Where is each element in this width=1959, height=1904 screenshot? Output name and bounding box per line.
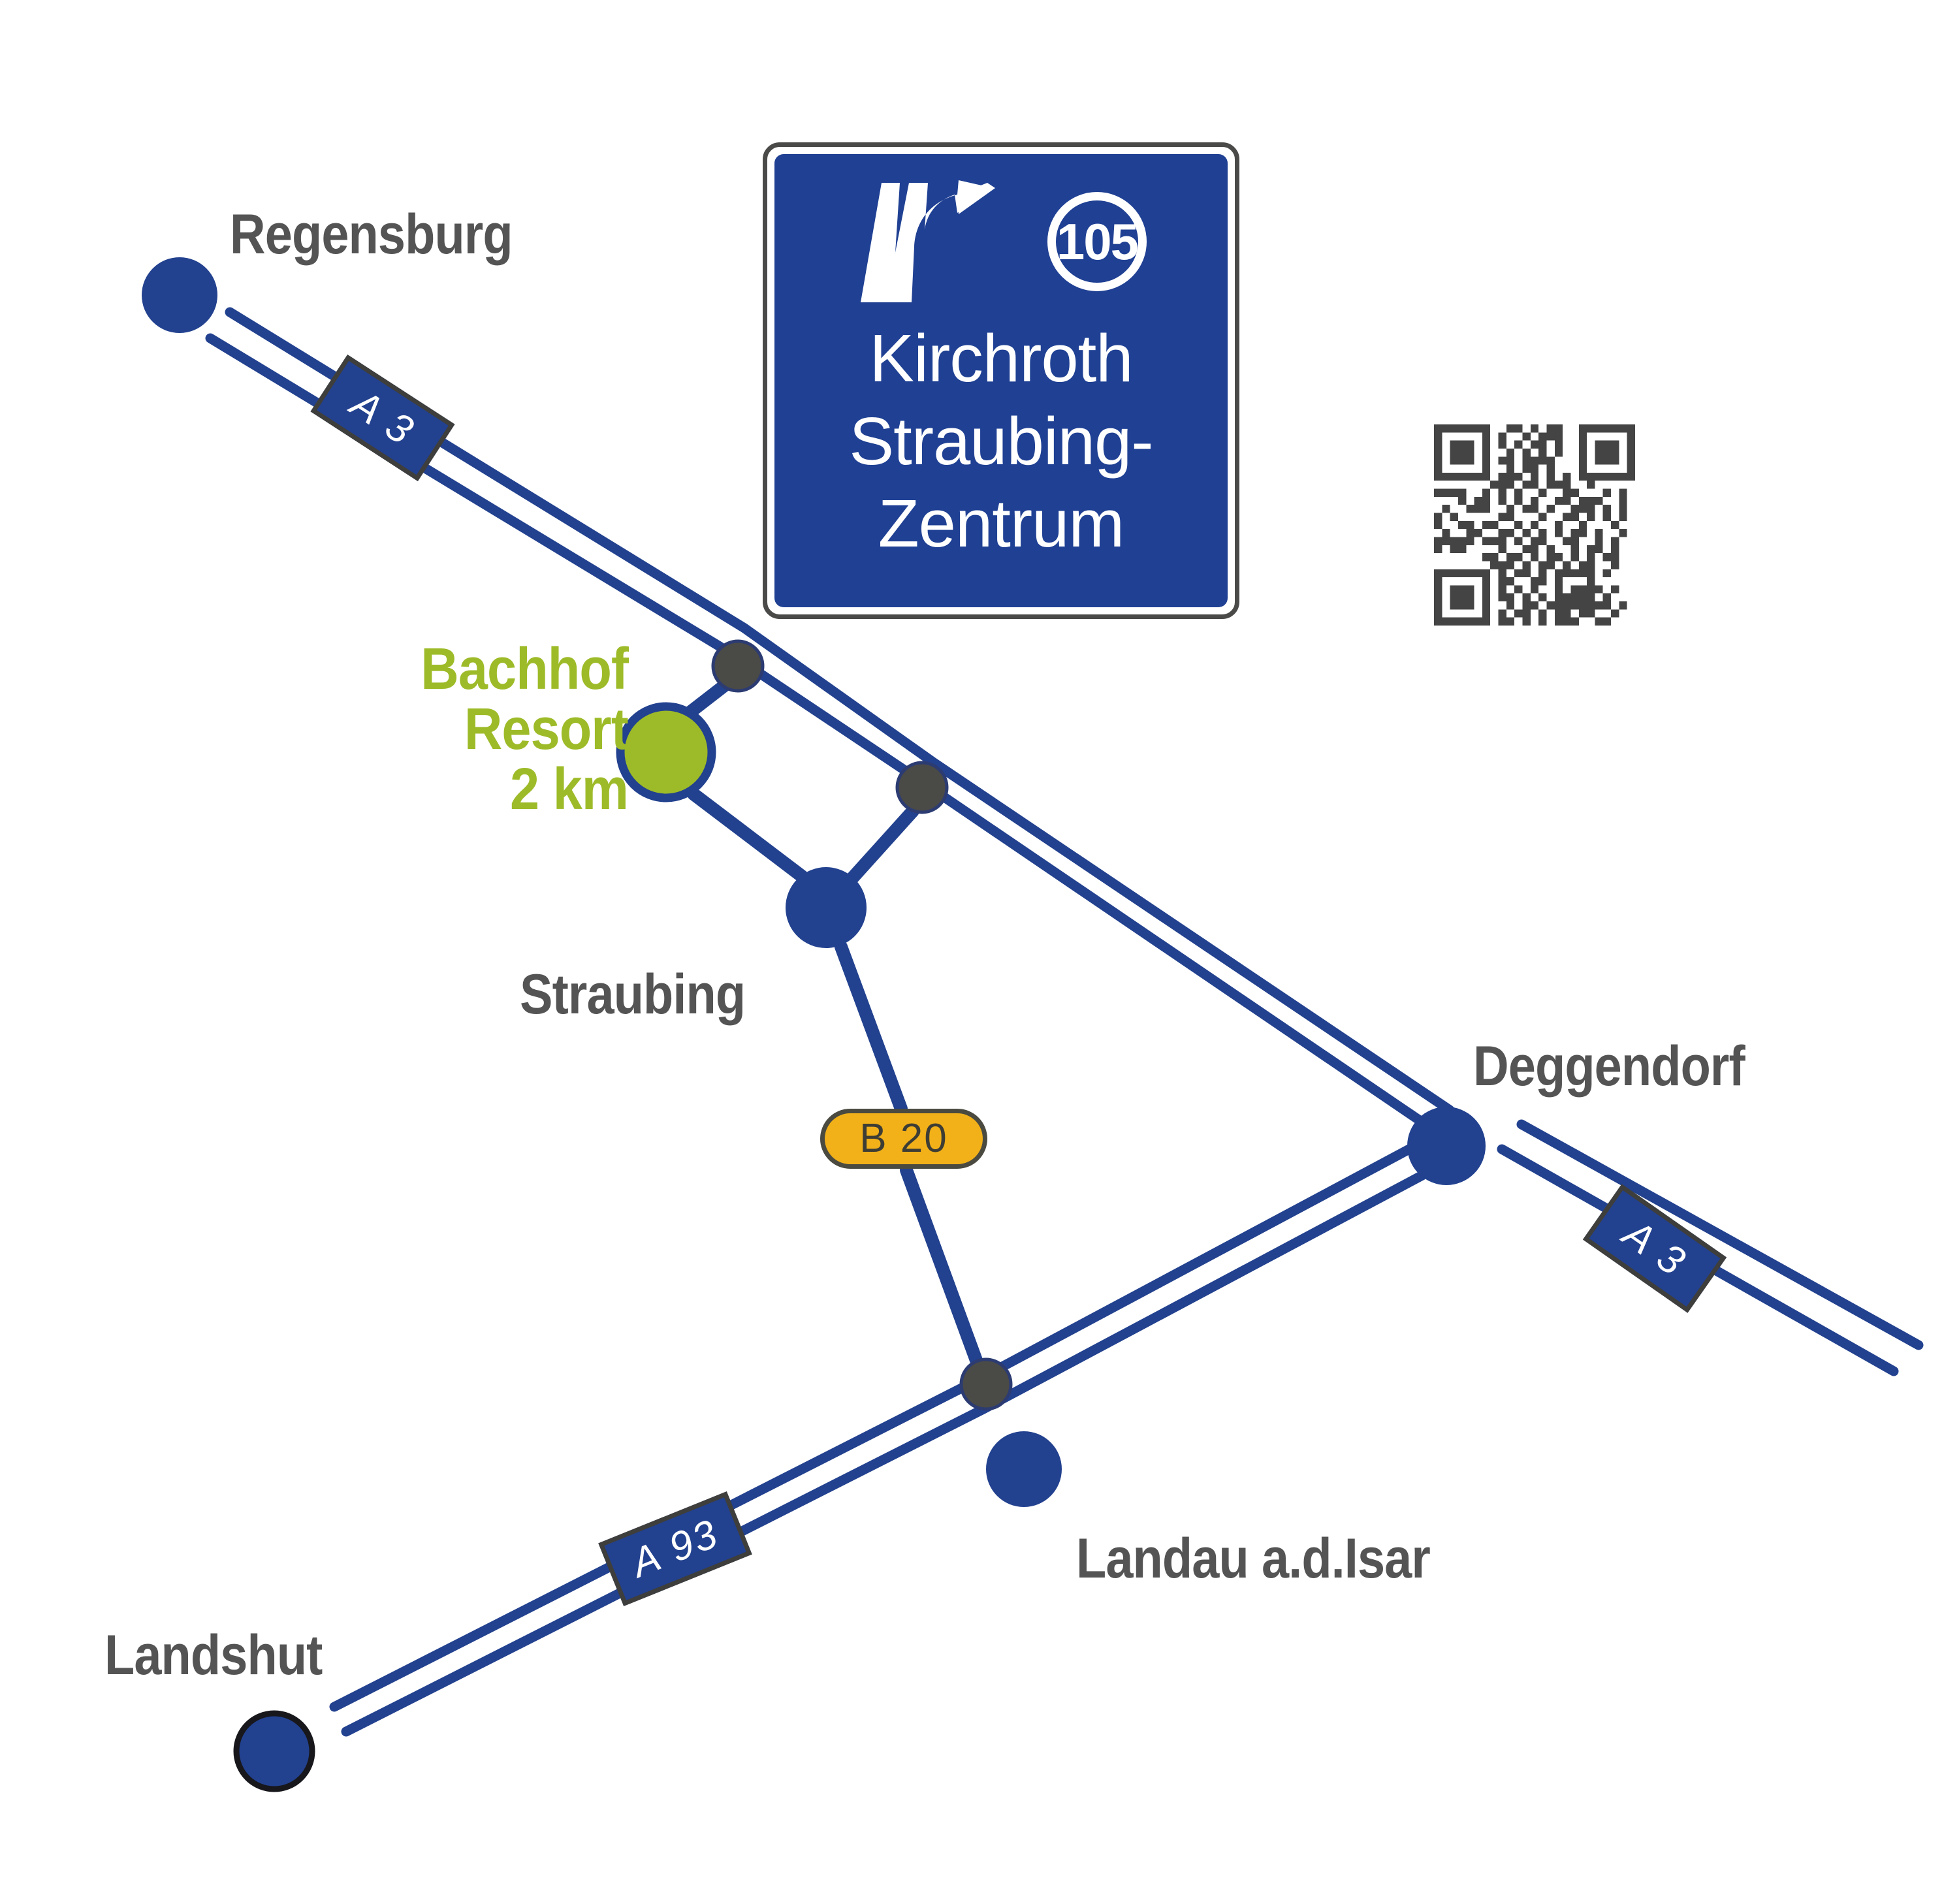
city-label-landau: Landau a.d.Isar	[1076, 1527, 1431, 1590]
road-link-straubing-junction	[846, 804, 919, 884]
city-label-regensburg: Regensburg	[230, 203, 513, 266]
sign-destination-3: Zentrum	[878, 486, 1124, 562]
city-label-straubing: Straubing	[520, 963, 746, 1026]
resort-name: Bachhof Resort	[421, 637, 629, 762]
road-a93	[329, 1144, 1427, 1737]
sign-glyph-row: 105	[774, 179, 1228, 309]
sign-destination-1: Kirchroth	[869, 321, 1133, 396]
road-link-resort-straubing	[687, 787, 808, 883]
autobahn-exit-sign: 105 Kirchroth Straubing- Zentrum	[763, 142, 1239, 619]
resort-distance: 2 km	[509, 756, 629, 822]
sign-destination-2: Straubing-	[849, 403, 1153, 479]
qr-code[interactable]	[1434, 424, 1635, 626]
bachhof-resort-callout: Bachhof Resort 2 km	[252, 637, 629, 822]
city-label-deggendorf: Deggendorf	[1473, 1035, 1745, 1098]
city-label-landshut: Landshut	[104, 1624, 323, 1687]
node-landau[interactable]	[986, 1431, 1062, 1507]
node-deggendorf[interactable]	[1407, 1107, 1486, 1185]
node-landshut[interactable]	[233, 1710, 315, 1792]
node-junction-exit-105[interactable]	[711, 639, 765, 693]
road-a3-main	[205, 307, 1455, 1128]
node-junction-southeast[interactable]	[895, 761, 949, 814]
node-straubing[interactable]	[786, 867, 867, 948]
node-junction-a93-b20[interactable]	[959, 1357, 1013, 1411]
node-regensburg[interactable]	[142, 257, 217, 333]
road-shield-b20: B 20	[820, 1109, 987, 1169]
sign-destinations: Kirchroth Straubing- Zentrum	[774, 317, 1228, 565]
autobahn-sign-face: 105 Kirchroth Straubing- Zentrum	[774, 154, 1228, 607]
road-b20	[835, 940, 983, 1369]
node-bachhof-resort[interactable]	[616, 702, 716, 802]
route-number-badge: 105	[1047, 192, 1147, 291]
motorway-exit-arrow-icon	[861, 180, 995, 302]
